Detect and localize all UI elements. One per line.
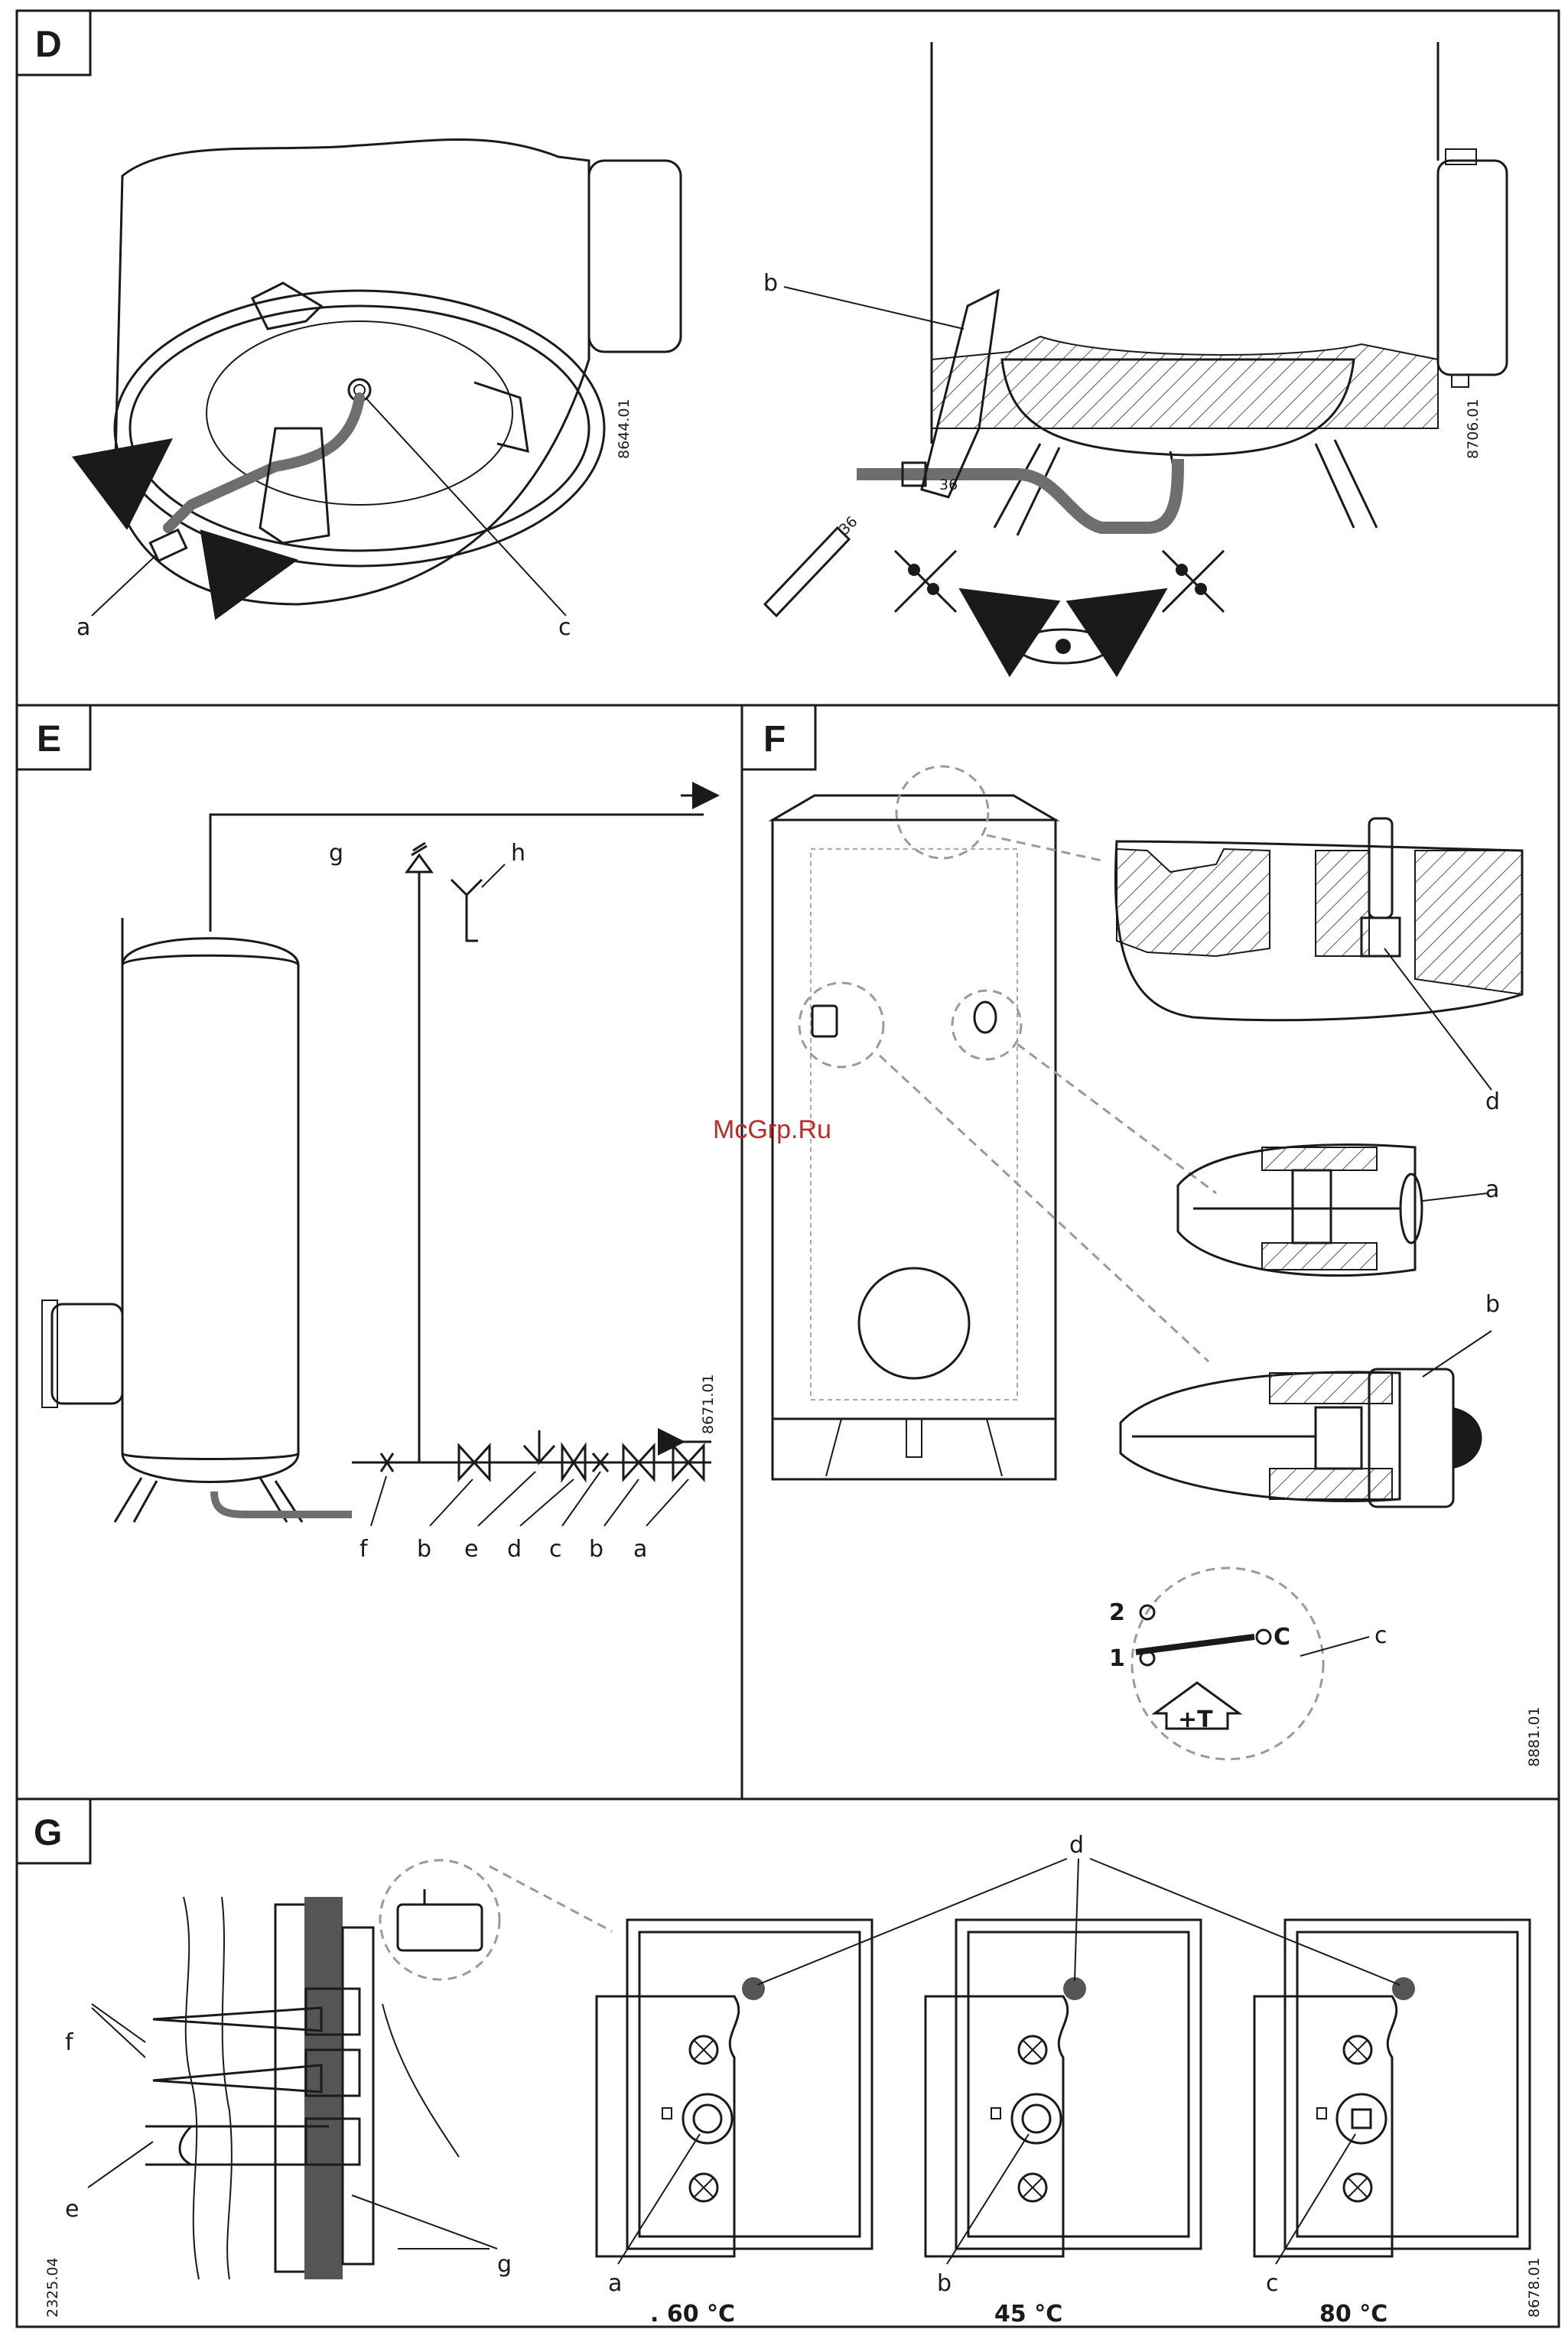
panel-e-label-f: f: [359, 1536, 369, 1563]
panel-d-label-b: b: [763, 270, 778, 297]
thermostat-setting-80: [1254, 1920, 1530, 2256]
panel-e-label-h: h: [511, 840, 525, 867]
panel-g-letter: G: [34, 1813, 62, 1853]
panel-e-frame: [17, 705, 742, 1799]
thermostat-setting-60: [597, 1920, 872, 2256]
panel-e-label-g: g: [329, 840, 343, 867]
panel-d-drain-illustration-left: [92, 140, 681, 616]
temp-80: 80 °C: [1319, 2301, 1387, 2328]
panel-f-letter-box: F: [742, 705, 815, 769]
panel-e-label-b2: b: [589, 1536, 603, 1563]
panel-e-letter: E: [37, 719, 61, 760]
switch-symbol: +T: [1178, 1706, 1213, 1733]
panel-e-letter-box: E: [17, 705, 90, 769]
panel-g-label-a: a: [608, 2270, 622, 2297]
panel-g-label-b: b: [937, 2270, 952, 2297]
panel-g-label-f: f: [65, 2029, 74, 2056]
panel-d-label-c: c: [558, 614, 571, 641]
panel-g-label-c: c: [1266, 2270, 1279, 2297]
panel-g-label-e: e: [65, 2196, 79, 2223]
temp-60: . 60 °C: [650, 2301, 735, 2328]
panel-f-code: 8881.01: [1526, 1706, 1543, 1767]
switch-pos-1: 1: [1109, 1645, 1125, 1672]
switch-pos-2: 2: [1109, 1599, 1125, 1626]
panel-d-label-a: a: [76, 614, 90, 641]
panel-d-code-left: 8644.01: [616, 399, 633, 459]
thermostat-setting-45: [926, 1920, 1201, 2256]
panel-f-letter: F: [763, 719, 786, 760]
panel-d-code-right: 8706.01: [1465, 399, 1482, 459]
panel-g-letter-box: G: [17, 1799, 90, 1863]
panel-e-label-c: c: [549, 1536, 562, 1563]
panel-d-wrench-size-bottom: 36: [836, 513, 861, 538]
panel-d-wrench-size-top: 36: [939, 477, 958, 493]
panel-e-label-b1: b: [417, 1536, 431, 1563]
panel-e-label-e: e: [464, 1536, 478, 1563]
panel-e-pipe-schematic: [42, 795, 715, 1526]
panel-f-label-d: d: [1485, 1088, 1500, 1115]
panel-f-label-b: b: [1485, 1291, 1500, 1318]
panel-d-letter: D: [35, 24, 62, 65]
panel-e-code: 8671.01: [700, 1374, 717, 1434]
panel-g-thermostat-illustration: [88, 1860, 612, 2279]
panel-f-heater-illustration: [773, 766, 1522, 1759]
panel-e-label-a: a: [633, 1536, 647, 1563]
panel-g-label-d: d: [1069, 1832, 1084, 1859]
temp-45: 45 °C: [994, 2301, 1062, 2328]
panel-d-letter-box: D: [17, 11, 90, 75]
panel-g-label-g: g: [497, 2251, 512, 2278]
panel-g-code-left: 2325.04: [44, 2257, 61, 2318]
panel-f-label-c: c: [1374, 1622, 1387, 1649]
switch-common: C: [1274, 1624, 1290, 1651]
watermark: McGrp.Ru: [713, 1115, 831, 1144]
panel-d-drain-illustration-right: 36 36: [765, 42, 1507, 663]
panel-f-label-a: a: [1485, 1176, 1499, 1203]
panel-g-code-right: 8678.01: [1526, 2257, 1543, 2318]
panel-e-label-d: d: [507, 1536, 522, 1563]
